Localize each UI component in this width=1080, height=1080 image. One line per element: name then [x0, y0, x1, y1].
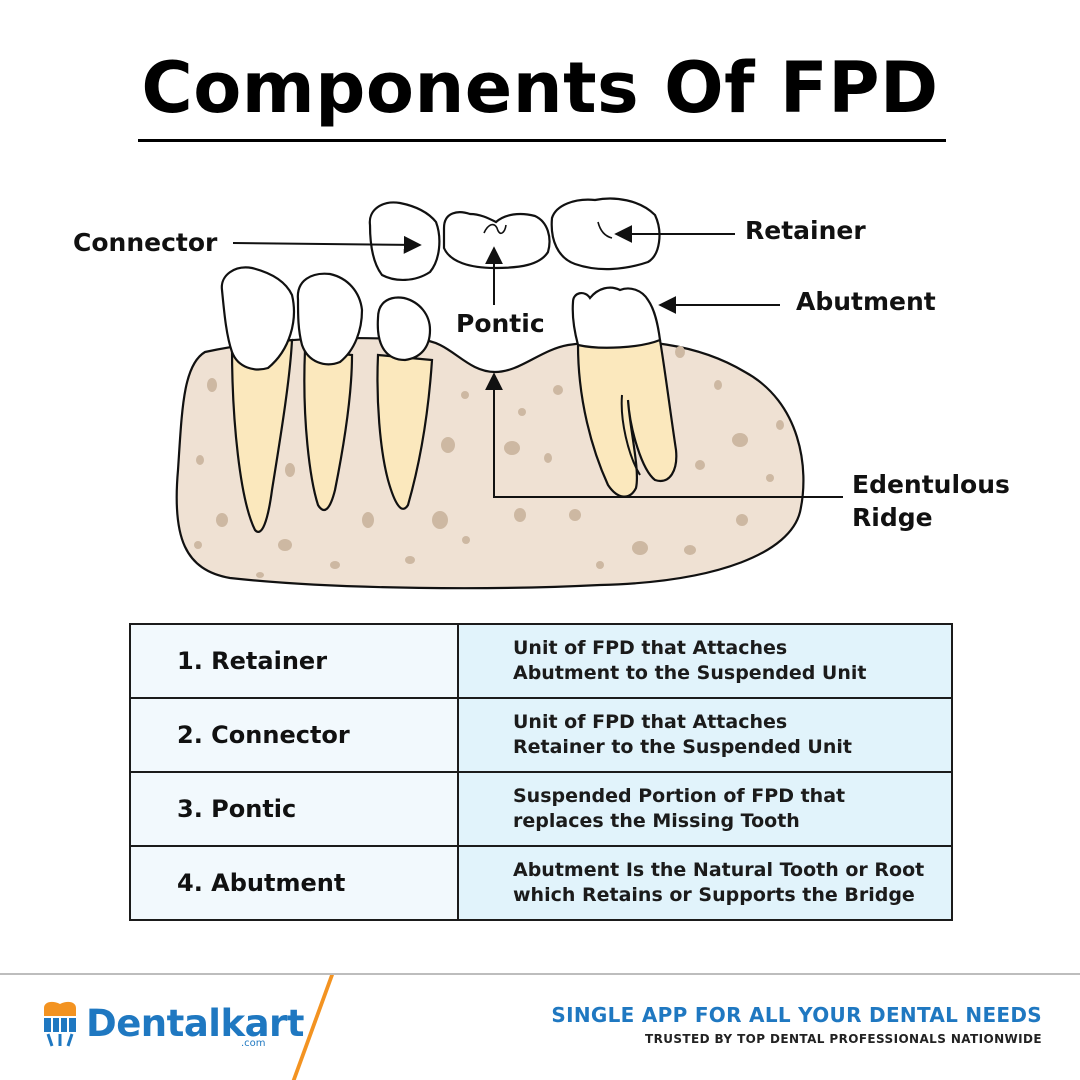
table-desc: Abutment Is the Natural Tooth or Root whi… [457, 845, 953, 921]
root-canal [620, 394, 641, 476]
label-pontic: Pontic [456, 309, 545, 338]
footer-divider [0, 973, 1080, 975]
brand-name[interactable]: Dentalkart [86, 1002, 305, 1045]
table-desc: Suspended Portion of FPD that replaces th… [457, 771, 953, 847]
desc-line: replaces the Missing Tooth [513, 810, 800, 832]
brand-domain: .com [241, 1038, 266, 1049]
pontic-groove [483, 223, 507, 235]
root-tooth-1 [230, 338, 294, 533]
label-edentulous-line1: Edentulous [852, 470, 1010, 499]
desc-line: Unit of FPD that Attaches [513, 637, 788, 659]
bridge-retainer-left [368, 201, 441, 281]
table-row: 3. Pontic Suspended Portion of FPD that r… [129, 771, 953, 847]
title-underline [138, 139, 946, 142]
crown-abutment [571, 286, 662, 349]
desc-line: Unit of FPD that Attaches [513, 711, 788, 733]
table-term: 2. Connector [129, 697, 459, 773]
table-term: 3. Pontic [129, 771, 459, 847]
desc-line: Suspended Portion of FPD that [513, 785, 846, 807]
desc-line: Retainer to the Suspended Unit [513, 736, 852, 758]
retainer-notch [597, 221, 613, 239]
bridge-retainer-right [550, 197, 661, 271]
page-title: Components Of FPD [141, 47, 939, 129]
root-tooth-2 [303, 348, 354, 512]
crown-tooth-3 [376, 296, 432, 362]
table-row: 4. Abutment Abutment Is the Natural Toot… [129, 845, 953, 921]
label-abutment: Abutment [796, 287, 936, 316]
root-abutment [576, 338, 678, 498]
gum-speckles [194, 346, 784, 578]
edentulous-arrow [485, 372, 843, 498]
label-edentulous-ridge: Edentulous Ridge [852, 469, 1010, 534]
label-retainer: Retainer [745, 216, 866, 245]
crown-tooth-2 [296, 272, 364, 366]
bridge-pontic [442, 211, 551, 270]
desc-line: Abutment to the Suspended Unit [513, 662, 867, 684]
tooth-logo-icon [44, 1001, 76, 1047]
desc-line: Abutment Is the Natural Tooth or Root [513, 859, 925, 881]
table-term: 1. Retainer [129, 623, 459, 699]
label-connector: Connector [73, 228, 218, 257]
label-edentulous-line2: Ridge [852, 502, 933, 532]
root-tooth-3 [376, 353, 434, 510]
footer-subtagline: TRUSTED BY TOP DENTAL PROFESSIONALS NATI… [644, 1032, 1042, 1046]
desc-line: which Retains or Supports the Bridge [513, 884, 915, 906]
crown-tooth-1 [220, 266, 296, 371]
connector-arrow [232, 235, 422, 254]
table-term: 4. Abutment [129, 845, 459, 921]
footer-tagline: SINGLE APP FOR ALL YOUR DENTAL NEEDS [551, 1003, 1042, 1027]
